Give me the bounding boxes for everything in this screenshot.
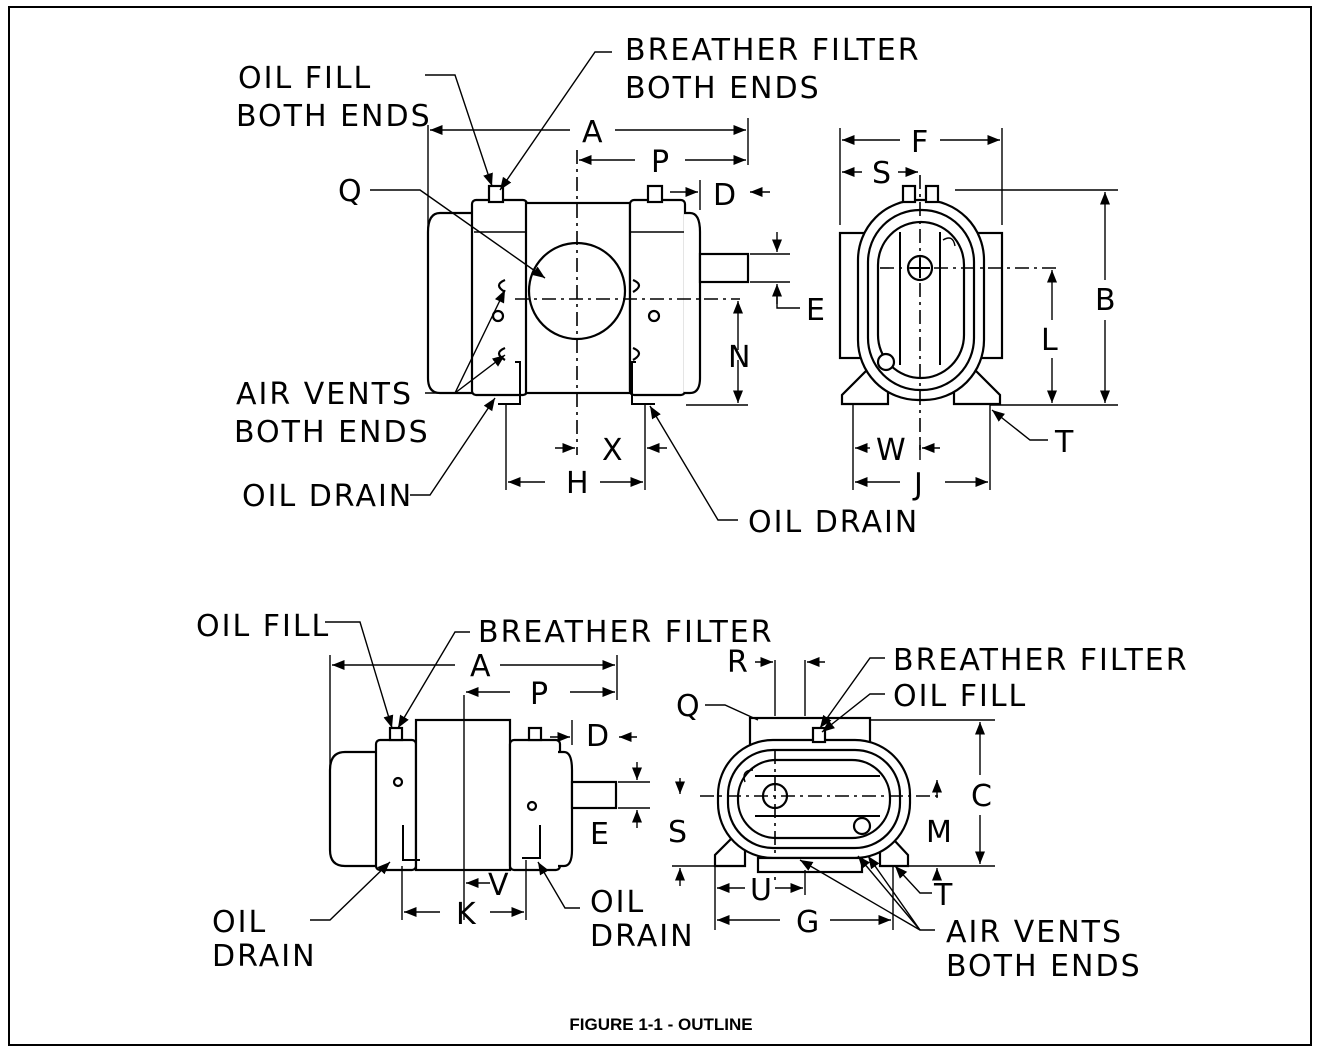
dim-v-bottom: V xyxy=(488,868,509,903)
dim-q-bottom: Q xyxy=(676,689,700,724)
dim-e-bottom: E xyxy=(590,817,609,852)
dim-g-bottom: G xyxy=(796,905,819,940)
bottom-end-view xyxy=(672,656,995,931)
oil-fill-label-1: OIL FILL xyxy=(238,61,372,96)
breather-filter-label-1: BREATHER FILTER xyxy=(625,33,921,68)
air-vents-label-1: AIR VENTS xyxy=(236,377,413,412)
oil-drain-label-bottom-right-1: OIL xyxy=(590,885,645,920)
dim-d-top: D xyxy=(713,178,736,213)
oil-fill-label-bottom-right: OIL FILL xyxy=(893,679,1027,714)
dim-a-bottom: A xyxy=(470,649,491,684)
dim-r-bottom: R xyxy=(727,645,748,680)
oil-drain-label-bottom-right-2: DRAIN xyxy=(590,919,695,954)
air-vents-label-bottom-2: BOTH ENDS xyxy=(946,949,1142,984)
oil-drain-label-right: OIL DRAIN xyxy=(748,505,919,540)
oil-drain-label-bottom-left-2: DRAIN xyxy=(212,939,317,974)
dim-n-top: N xyxy=(728,340,750,375)
oil-fill-label-2: BOTH ENDS xyxy=(236,99,432,134)
dim-d-bottom: D xyxy=(586,719,609,754)
air-vents-label-bottom-1: AIR VENTS xyxy=(946,915,1123,950)
top-side-view xyxy=(370,51,800,521)
dim-l-top: L xyxy=(1041,323,1058,358)
dim-b-top: B xyxy=(1095,283,1116,318)
dim-s-bottom: S xyxy=(668,815,687,850)
dim-a-top: A xyxy=(582,115,603,150)
figure-frame xyxy=(8,6,1312,1046)
oil-drain-label-left: OIL DRAIN xyxy=(242,479,413,514)
dim-t-top: T xyxy=(1054,425,1074,460)
dim-f-top: F xyxy=(911,125,928,160)
breather-filter-label-bottom: BREATHER FILTER xyxy=(478,615,774,650)
dim-s-top: S xyxy=(872,156,891,191)
top-end-view xyxy=(838,128,1118,490)
breather-filter-label-bottom-right: BREATHER FILTER xyxy=(893,643,1189,678)
dim-p-bottom: P xyxy=(530,677,548,712)
dim-j-top: J xyxy=(912,467,923,502)
dim-m-bottom: M xyxy=(926,815,952,850)
dim-u-bottom: U xyxy=(750,873,772,908)
dim-k-bottom: K xyxy=(456,897,477,932)
dim-x-top: X xyxy=(602,433,623,468)
dim-t-bottom: T xyxy=(933,878,953,913)
dim-e-top: E xyxy=(806,293,825,328)
breather-filter-label-2: BOTH ENDS xyxy=(625,71,821,106)
oil-drain-label-bottom-left-1: OIL xyxy=(212,905,267,940)
figure-caption: FIGURE 1-1 - OUTLINE xyxy=(569,1015,752,1034)
bottom-side-view xyxy=(310,621,650,921)
air-vents-label-2: BOTH ENDS xyxy=(234,415,430,450)
dim-h-top: H xyxy=(566,466,589,501)
dim-p-top: P xyxy=(651,145,669,180)
oil-fill-label-bottom: OIL FILL xyxy=(196,609,330,644)
dim-q-top: Q xyxy=(338,174,362,209)
dim-w-top: W xyxy=(876,433,906,468)
dim-c-bottom: C xyxy=(971,779,992,814)
